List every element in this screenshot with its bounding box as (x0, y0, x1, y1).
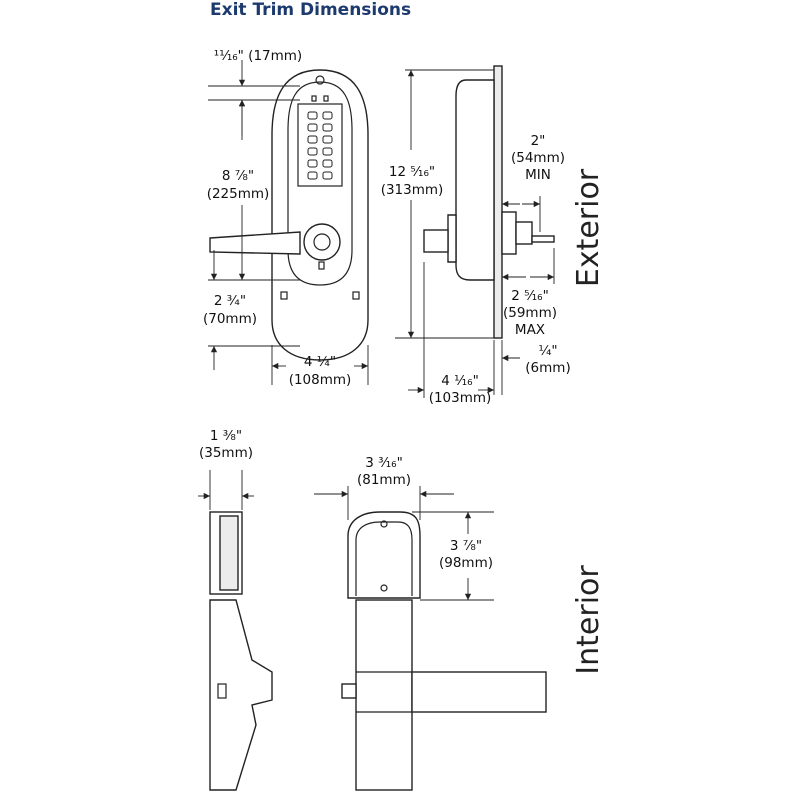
dim-exterior-width-mm: (108mm) (289, 372, 352, 388)
dim-min-door-tag: MIN (525, 167, 551, 183)
dim-min-door-mm: (54mm) (511, 150, 565, 166)
spindle (531, 235, 555, 243)
cover-screw-top-icon (380, 520, 388, 528)
exterior-label: Exterior (571, 168, 606, 287)
dim-min-door-in: 2" (531, 133, 546, 149)
dim-plate-in: ¼" (538, 343, 557, 359)
dim-interior-width-in: 3 ³⁄₁₆" (365, 455, 403, 471)
lever-hub (303, 223, 341, 261)
diagram-title: Exit Trim Dimensions (210, 0, 412, 20)
interior-label: Interior (571, 565, 606, 675)
dim-max-door-in: 2 ⁵⁄₁₆" (511, 288, 549, 304)
keypad-buttons (307, 111, 333, 180)
dim-max-door-tag: MAX (515, 322, 545, 338)
dim-bottom-offset-in: 2 ¾" (214, 293, 246, 309)
interior-lever (411, 671, 547, 713)
dim-handle-height-mm: (225mm) (207, 186, 270, 202)
dim-projection-mm: (103mm) (429, 390, 492, 406)
thumb-turn (341, 683, 357, 699)
dim-exterior-width-in: 4 ¼" (304, 354, 336, 370)
interior-front-view: 3 ³⁄₁₆" (81mm) 3 ⅞" (98mm) Interior (314, 455, 606, 791)
key-cylinder-icon (313, 233, 331, 251)
dim-overall-height-mm: (313mm) (381, 182, 444, 198)
exterior-side-view: 12 ⁵⁄₁₆" (313mm) 2" (54mm) MIN 2 ⁵⁄₁₆" (… (381, 65, 606, 406)
dim-overall-height-in: 12 ⁵⁄₁₆" (389, 164, 435, 180)
interior-side-view: 1 ⅜" (35mm) (198, 428, 273, 791)
top-screw-icon (315, 75, 325, 85)
dim-handle-height-in: 8 ⅞" (222, 168, 254, 184)
dim-max-door-mm: (59mm) (503, 305, 557, 321)
dim-bottom-offset-mm: (70mm) (203, 311, 257, 327)
exterior-front-view: ¹¹⁄₁₆" (17mm) 8 ⅞" (225mm) 2 ¾" (70mm) 4… (203, 48, 369, 388)
dim-plate-mm: (6mm) (525, 360, 570, 376)
dim-interior-height-in: 3 ⅞" (450, 538, 482, 554)
dim-interior-height-mm: (98mm) (439, 555, 493, 571)
dim-interior-width-mm: (81mm) (357, 472, 411, 488)
dim-top-offset: ¹¹⁄₁₆" (17mm) (214, 48, 302, 64)
cover-screw-bottom-icon (380, 584, 388, 592)
dim-interior-depth-in: 1 ⅜" (210, 428, 242, 444)
dim-interior-depth-mm: (35mm) (199, 445, 253, 461)
lever-side (423, 229, 449, 253)
lever-handle (209, 231, 301, 255)
dim-projection-in: 4 ¹⁄₁₆" (441, 373, 479, 389)
door-plate (493, 65, 503, 339)
thumb-turn-side (217, 683, 227, 699)
keypad (297, 103, 343, 187)
